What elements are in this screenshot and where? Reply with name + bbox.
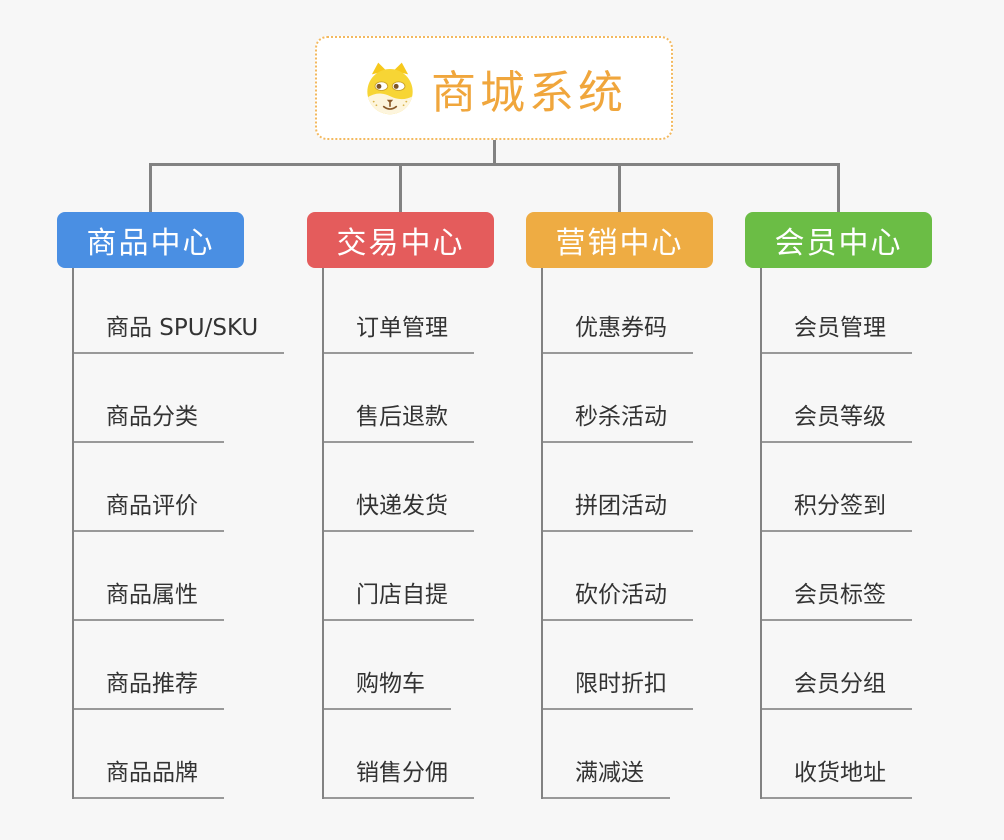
connector-branch-drop-3 — [618, 165, 621, 212]
leaf-node[interactable]: 快递发货 — [324, 492, 474, 532]
branch-label: 会员中心 — [774, 226, 903, 261]
connector-branch-drop-4 — [837, 165, 840, 212]
branch-label: 商品中心 — [86, 226, 215, 261]
leaf-node[interactable]: 售后退款 — [324, 403, 474, 443]
branch-label: 营销中心 — [555, 226, 684, 261]
leaf-node[interactable]: 订单管理 — [324, 314, 474, 354]
connector-horizontal — [149, 163, 840, 166]
leaf-node[interactable]: 拼团活动 — [543, 492, 693, 532]
leaf-node[interactable]: 购物车 — [324, 670, 451, 710]
leaf-column-product: 商品 SPU/SKU 商品分类 商品评价 商品属性 商品推荐 商品品牌 — [72, 268, 285, 799]
leaf-node[interactable]: 门店自提 — [324, 581, 474, 621]
connector-branch-drop-2 — [399, 165, 402, 212]
leaf-node[interactable]: 秒杀活动 — [543, 403, 693, 443]
leaf-node[interactable]: 砍价活动 — [543, 581, 693, 621]
leaf-node[interactable]: 销售分佣 — [324, 759, 474, 799]
leaf-node[interactable]: 满减送 — [543, 759, 670, 799]
branch-node-marketing-center[interactable]: 营销中心 — [526, 212, 713, 268]
leaf-node[interactable]: 会员标签 — [762, 581, 912, 621]
root-node[interactable]: 商城系统 — [315, 36, 673, 140]
leaf-node[interactable]: 积分签到 — [762, 492, 912, 532]
leaf-node[interactable]: 商品分类 — [74, 403, 224, 443]
branch-node-trade-center[interactable]: 交易中心 — [307, 212, 494, 268]
leaf-node[interactable]: 商品推荐 — [74, 670, 224, 710]
leaf-node[interactable]: 会员分组 — [762, 670, 912, 710]
leaf-node[interactable]: 优惠券码 — [543, 314, 693, 354]
dog-face-icon — [361, 59, 419, 117]
leaf-node[interactable]: 商品品牌 — [74, 759, 224, 799]
leaf-column-member: 会员管理 会员等级 积分签到 会员标签 会员分组 收货地址 — [760, 268, 912, 799]
root-title: 商城系统 — [430, 65, 627, 119]
leaf-node[interactable]: 收货地址 — [762, 759, 912, 799]
leaf-node[interactable]: 商品 SPU/SKU — [74, 314, 285, 354]
leaf-column-trade: 订单管理 售后退款 快递发货 门店自提 购物车 销售分佣 — [322, 268, 474, 799]
branch-node-member-center[interactable]: 会员中心 — [745, 212, 932, 268]
connector-branch-drop-1 — [149, 165, 152, 212]
branch-node-product-center[interactable]: 商品中心 — [57, 212, 244, 268]
leaf-node[interactable]: 会员等级 — [762, 403, 912, 443]
leaf-node[interactable]: 会员管理 — [762, 314, 912, 354]
leaf-node[interactable]: 商品评价 — [74, 492, 224, 532]
connector-root-drop — [493, 140, 496, 164]
branch-label: 交易中心 — [336, 226, 465, 261]
leaf-column-marketing: 优惠券码 秒杀活动 拼团活动 砍价活动 限时折扣 满减送 — [541, 268, 693, 799]
leaf-node[interactable]: 限时折扣 — [543, 670, 693, 710]
leaf-node[interactable]: 商品属性 — [74, 581, 224, 621]
